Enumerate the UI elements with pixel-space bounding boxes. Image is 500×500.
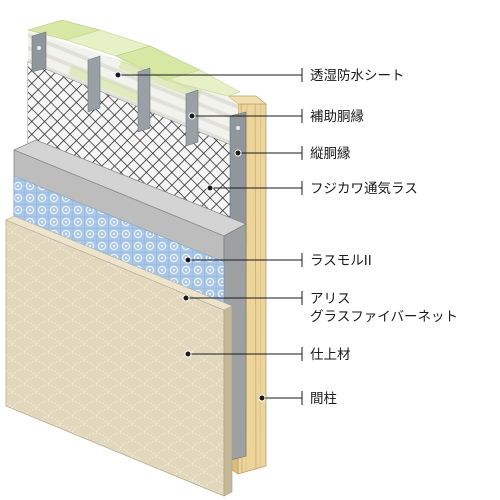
- label-mesh-line2: グラスファイバーネット: [310, 309, 458, 325]
- auxiliary-furring: [87, 55, 199, 147]
- label-mesh-line1: アリス: [310, 291, 351, 307]
- label-finish: 仕上材: [310, 347, 351, 363]
- label-aux-furring: 補助胴縁: [310, 109, 364, 125]
- callouts: [114, 68, 303, 405]
- finish-coat: [5, 215, 233, 497]
- label-moisture-sheet: 透湿防水シート: [310, 68, 405, 84]
- label-vertical-furring: 縦胴縁: [310, 146, 351, 162]
- vertical-furring: [31, 31, 247, 249]
- label-mortar: ラスモルII: [310, 253, 372, 269]
- label-stud: 間柱: [310, 391, 337, 407]
- label-lath: フジカワ通気ラス: [310, 181, 418, 197]
